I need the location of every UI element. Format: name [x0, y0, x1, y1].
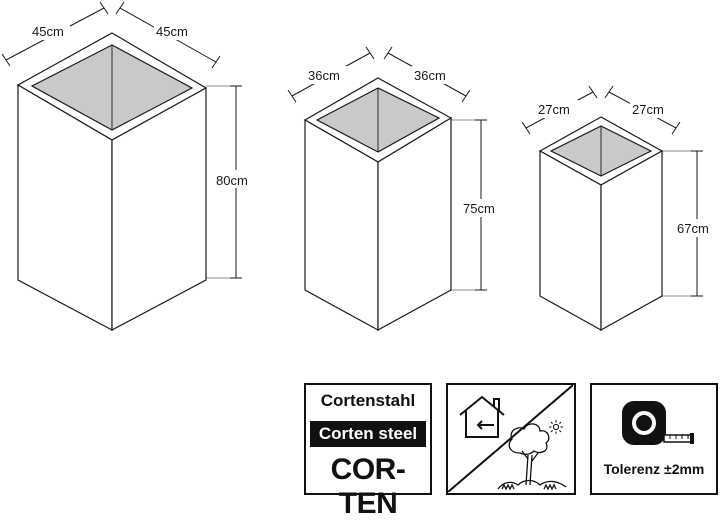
material-badge: Cortenstahl Corten steel COR-TEN: [304, 383, 432, 520]
indoor-outdoor-badge: [446, 383, 576, 495]
label-bg: [412, 66, 454, 84]
label-bg: [30, 22, 70, 40]
depth-label: 36cm: [414, 68, 446, 83]
width-label: 27cm: [538, 102, 570, 117]
depth-label: 27cm: [632, 102, 664, 117]
height-label: 80cm: [216, 173, 248, 188]
label-bg: [630, 100, 672, 118]
width-label: 36cm: [308, 68, 340, 83]
tree-icon: [497, 423, 567, 491]
sun-icon: [549, 420, 563, 434]
label-bg: [675, 219, 719, 237]
tape-measure-icon: [622, 401, 694, 445]
house-icon: [459, 395, 505, 438]
planter-dimension-diagram: 45cm 45cm 80cm 36cm 36cm 75cm: [1, 1, 719, 332]
tolerance-label: Tolerenz ±2mm: [603, 461, 705, 477]
height-label: 75cm: [463, 201, 495, 216]
material-line-german: Cortenstahl: [320, 391, 416, 410]
label-bg: [461, 199, 505, 217]
planter-small: [521, 85, 703, 332]
material-line-english: Corten steel: [310, 421, 426, 447]
tolerance-badge: Tolerenz ±2mm: [590, 383, 718, 495]
planter-medium: [287, 46, 487, 332]
depth-label: 45cm: [156, 24, 188, 39]
width-label: 45cm: [32, 24, 64, 39]
height-label: 67cm: [677, 221, 709, 236]
label-bg: [154, 22, 194, 40]
indoor-outdoor-graphic: [448, 385, 573, 492]
material-line-corten: COR-TEN: [330, 453, 406, 520]
label-bg: [536, 100, 578, 118]
planter-large: [1, 1, 242, 331]
label-bg: [306, 66, 348, 84]
label-bg: [214, 170, 258, 188]
